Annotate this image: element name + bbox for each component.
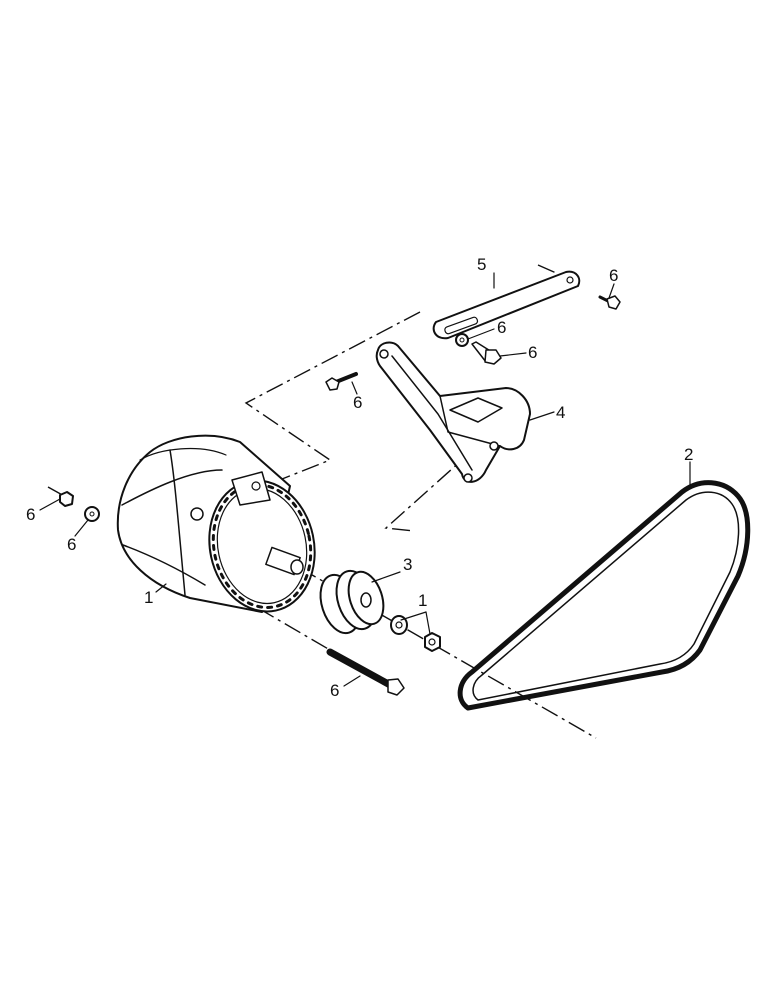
callout-washer-left: 6 (67, 535, 76, 554)
bolt-bracket-right (471, 341, 502, 365)
mounting-bracket (375, 341, 531, 483)
callout-adjusting-strap: 5 (477, 255, 486, 274)
long-bolt (326, 648, 405, 696)
callout-bolt-bracket-right: 6 (528, 343, 537, 362)
bolt-bracket-left (325, 372, 358, 391)
alternator (116, 434, 316, 613)
leader-lines (39, 272, 691, 687)
pulley (319, 569, 385, 635)
callout-labels: 1 1 2 3 4 5 6 6 6 6 6 6 6 (26, 255, 693, 700)
callout-pulley: 3 (403, 555, 412, 574)
callout-washer-strap: 6 (497, 318, 506, 337)
callout-long-bolt: 6 (330, 681, 339, 700)
v-belt (457, 480, 751, 711)
callout-bolt-bracket-left: 6 (353, 393, 362, 412)
callout-bolt-strap: 6 (609, 266, 618, 285)
washer-strap (455, 333, 469, 347)
callout-v-belt: 2 (684, 445, 693, 464)
washer-nut (390, 615, 441, 652)
bolt-strap (598, 295, 621, 310)
adjusting-strap (432, 270, 581, 340)
callout-mounting-bracket: 4 (556, 403, 565, 422)
callout-washer-nut: 1 (418, 591, 427, 610)
callout-alternator: 1 (144, 588, 153, 607)
washer-left (84, 506, 100, 522)
nut-left (59, 491, 74, 507)
callout-nut-left: 6 (26, 505, 35, 524)
